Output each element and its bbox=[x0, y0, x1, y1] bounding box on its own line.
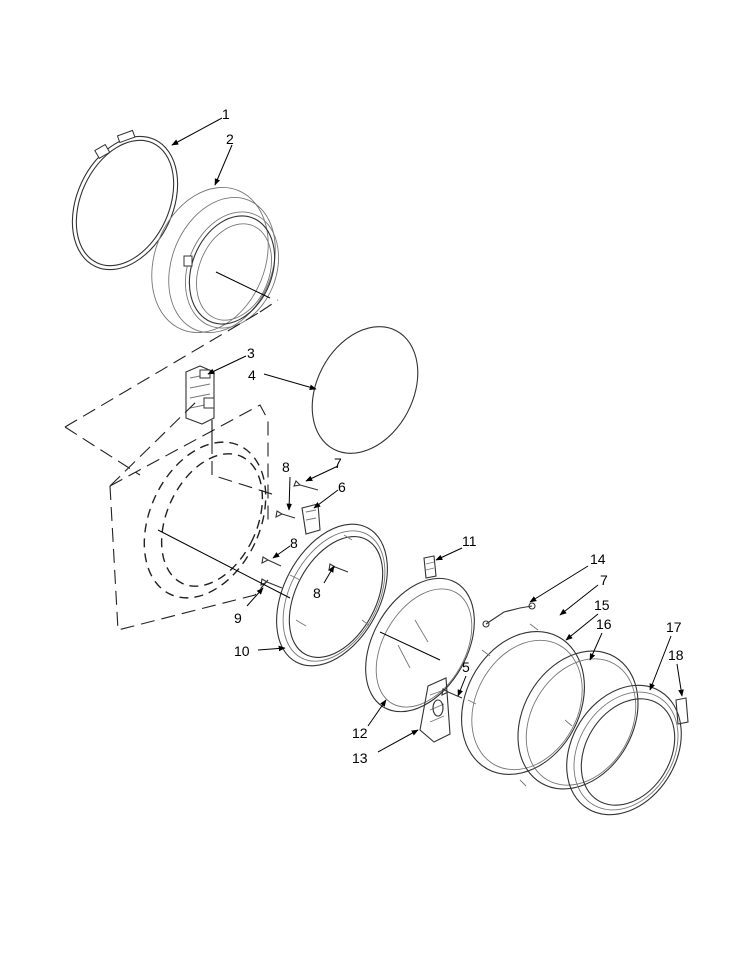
callout-18: 18 bbox=[668, 647, 684, 663]
callout-1: 1 bbox=[222, 106, 230, 122]
callout-17: 17 bbox=[666, 619, 682, 635]
callout-5: 5 bbox=[462, 659, 470, 675]
callout-8c: 8 bbox=[313, 585, 321, 601]
small-clip bbox=[423, 555, 437, 579]
inner-door-frame bbox=[276, 523, 388, 667]
callout-4: 4 bbox=[248, 367, 256, 383]
inner-glass bbox=[365, 577, 475, 713]
latch-bracket bbox=[185, 365, 215, 425]
axis-lines bbox=[157, 271, 441, 661]
outer-door-frame bbox=[461, 623, 585, 787]
door-glass bbox=[311, 326, 419, 454]
door-handle bbox=[419, 677, 451, 743]
callout-13: 13 bbox=[352, 750, 368, 766]
bellow-boot bbox=[151, 187, 280, 334]
door-trim-ring bbox=[517, 650, 639, 790]
callout-15: 15 bbox=[594, 597, 610, 613]
callout-6: 6 bbox=[338, 479, 346, 495]
callout-7b: 7 bbox=[600, 572, 608, 588]
leader-lines bbox=[171, 117, 684, 753]
outer-door bbox=[566, 684, 682, 816]
callout-3: 3 bbox=[247, 345, 255, 361]
clamp-band bbox=[71, 129, 179, 271]
callout-7a: 7 bbox=[334, 455, 342, 471]
callout-10: 10 bbox=[234, 643, 250, 659]
callout-11: 11 bbox=[462, 533, 477, 549]
callout-14: 14 bbox=[590, 551, 606, 567]
callout-2: 2 bbox=[226, 131, 234, 147]
badge-plate bbox=[675, 697, 689, 725]
callout-9: 9 bbox=[234, 610, 242, 626]
wire-harness bbox=[482, 602, 536, 628]
callout-8b: 8 bbox=[290, 535, 298, 551]
callout-8a: 8 bbox=[282, 459, 290, 475]
callout-labels: 1 2 3 4 5 6 7 7 8 8 8 9 10 11 12 13 14 1… bbox=[222, 106, 684, 766]
callout-16: 16 bbox=[596, 616, 612, 632]
callout-12: 12 bbox=[352, 725, 368, 741]
screw-5 bbox=[441, 688, 463, 699]
